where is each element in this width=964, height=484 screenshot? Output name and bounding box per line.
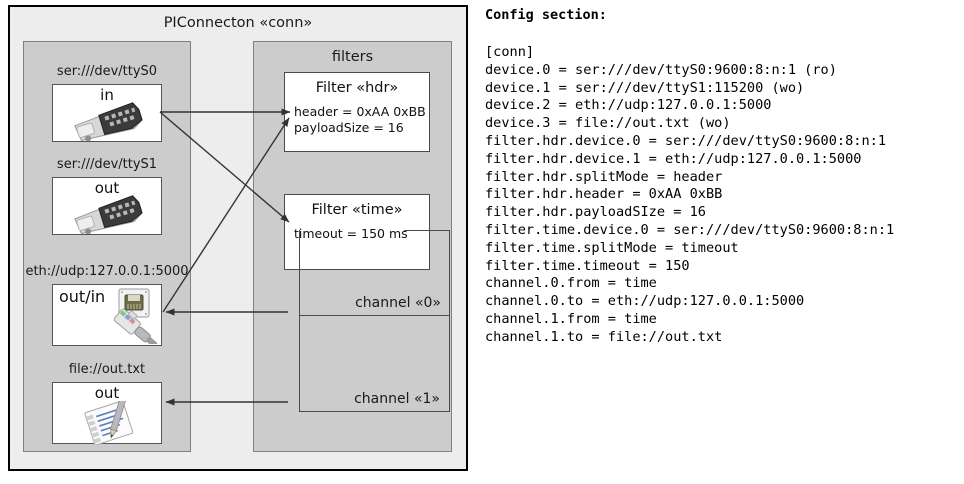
filter-box-time[interactable]: Filter «time» timeout = 150 ms [284,194,430,270]
channel-box-1[interactable]: channel «1» [299,316,450,412]
channel-box-0[interactable] [404,230,450,316]
device-tile-file[interactable]: out [52,382,162,446]
text-file-pencil-icon [81,396,143,446]
filter-prop: payloadSize = 16 [294,120,404,135]
filter-prop: header = 0xAA 0xBB [294,104,426,119]
devices-panel: ser:///dev/ttyS0 in [23,41,191,452]
device-label-ttys1: ser:///dev/ttyS1 [56,157,158,172]
config-section-text: [conn] device.0 = ser:///dev/ttyS0:9600:… [485,44,895,345]
filter-props-hdr: header = 0xAA 0xBB payloadSize = 16 [294,104,426,136]
device-io-ttys1: out [94,179,120,197]
device-tile-ttys1[interactable]: out [52,177,162,235]
filter-box-hdr[interactable]: Filter «hdr» header = 0xAA 0xBB payloadS… [284,72,430,152]
config-section-heading: Config section: [485,7,607,23]
serial-db9-icon [67,194,155,235]
serial-db9-icon [67,101,155,142]
channel-label-1: channel «1» [354,391,440,407]
filter-title-hdr: Filter «hdr» [315,80,399,96]
diagram-title: PIConnecton «conn» [163,15,313,31]
filter-title-time: Filter «time» [311,202,403,218]
ethernet-rj45-icon [99,288,161,348]
device-label-file: file://out.txt [68,362,146,377]
config-section: Config section: [conn] device.0 = ser://… [482,0,964,484]
device-io-file: out [94,384,120,402]
device-io-ttys0: in [100,86,114,104]
channel-label-0: channel «0» [355,295,441,311]
filter-props-time: timeout = 150 ms [294,226,408,242]
device-tile-ttys0[interactable]: in [52,84,162,142]
device-tile-eth[interactable]: out/in [52,284,162,348]
filter-prop: timeout = 150 ms [294,226,408,241]
filters-panel-title: filters [331,49,374,65]
device-io-eth: out/in [59,287,106,306]
device-label-eth: eth://udp:127.0.0.1:5000 [25,264,189,279]
filters-panel: filters Filter «hdr» header = 0xAA 0xBB … [253,41,452,452]
diagram-frame: PIConnecton «conn» ser:///dev/ttyS0 in [8,5,468,471]
device-label-ttys0: ser:///dev/ttyS0 [56,64,158,79]
channel-box-0-body[interactable]: channel «0» [299,230,450,316]
